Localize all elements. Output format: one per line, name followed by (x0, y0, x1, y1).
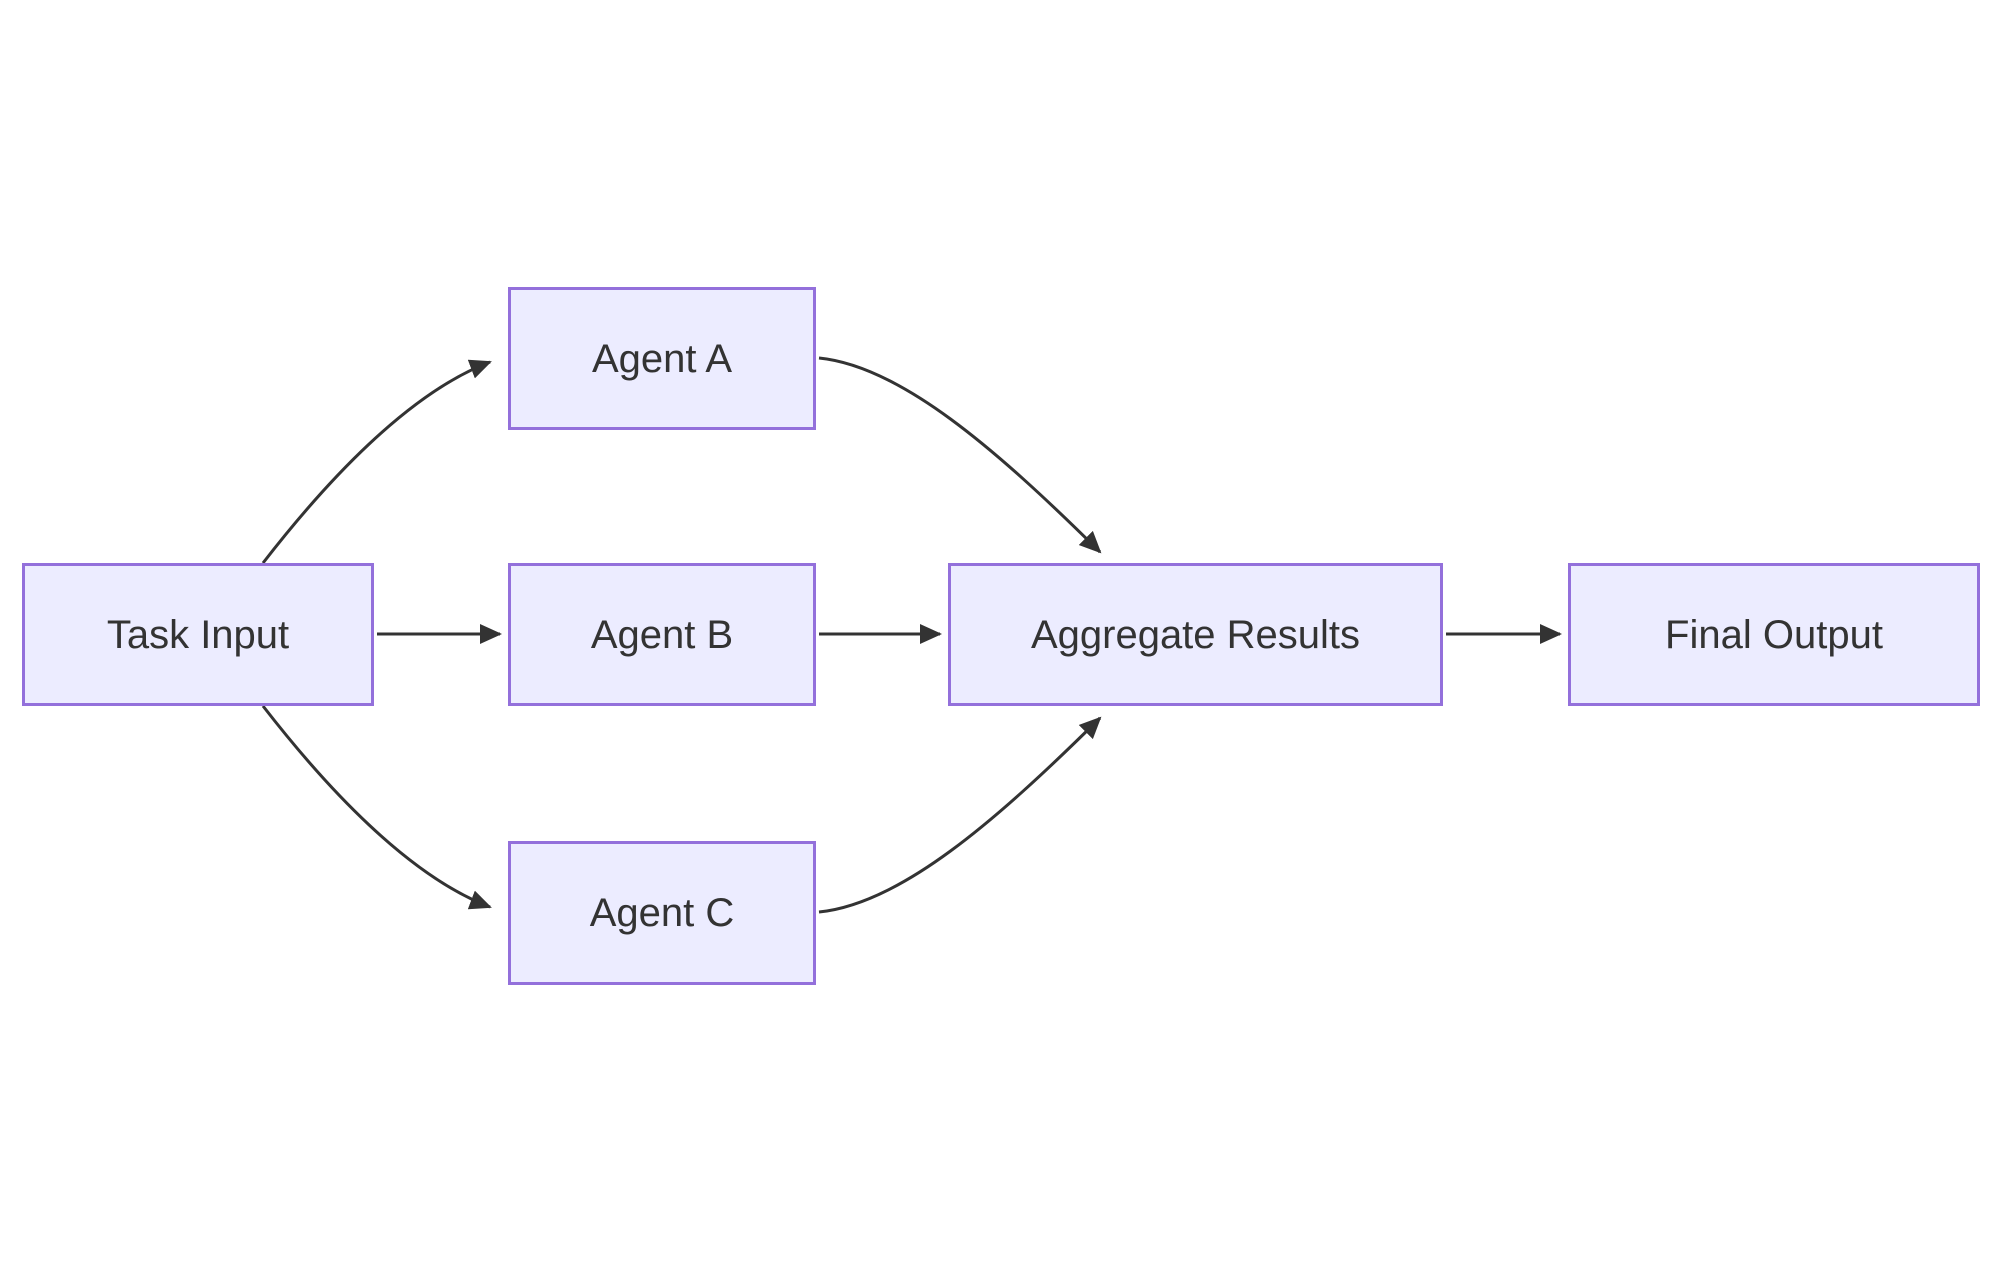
node-agent-a: Agent A (508, 287, 816, 430)
node-task-input: Task Input (22, 563, 374, 706)
edge-task-input-to-agent-c (261, 705, 492, 910)
node-agent-c: Agent C (508, 841, 816, 985)
edge-agent-a-to-aggregate-results (818, 356, 1102, 554)
edge-agent-c-to-aggregate-results (818, 716, 1102, 914)
edge-task-input-to-agent-a (261, 359, 492, 564)
node-label: Aggregate Results (1030, 612, 1361, 657)
node-aggregate-results: Aggregate Results (948, 563, 1443, 706)
node-label: Task Input (106, 612, 290, 657)
node-label: Agent A (591, 336, 733, 381)
node-label: Agent C (589, 891, 735, 935)
node-label: Final Output (1665, 612, 1883, 657)
node-final-output: Final Output (1568, 563, 1980, 706)
node-agent-b: Agent B (508, 563, 816, 706)
node-label: Agent B (590, 612, 734, 657)
